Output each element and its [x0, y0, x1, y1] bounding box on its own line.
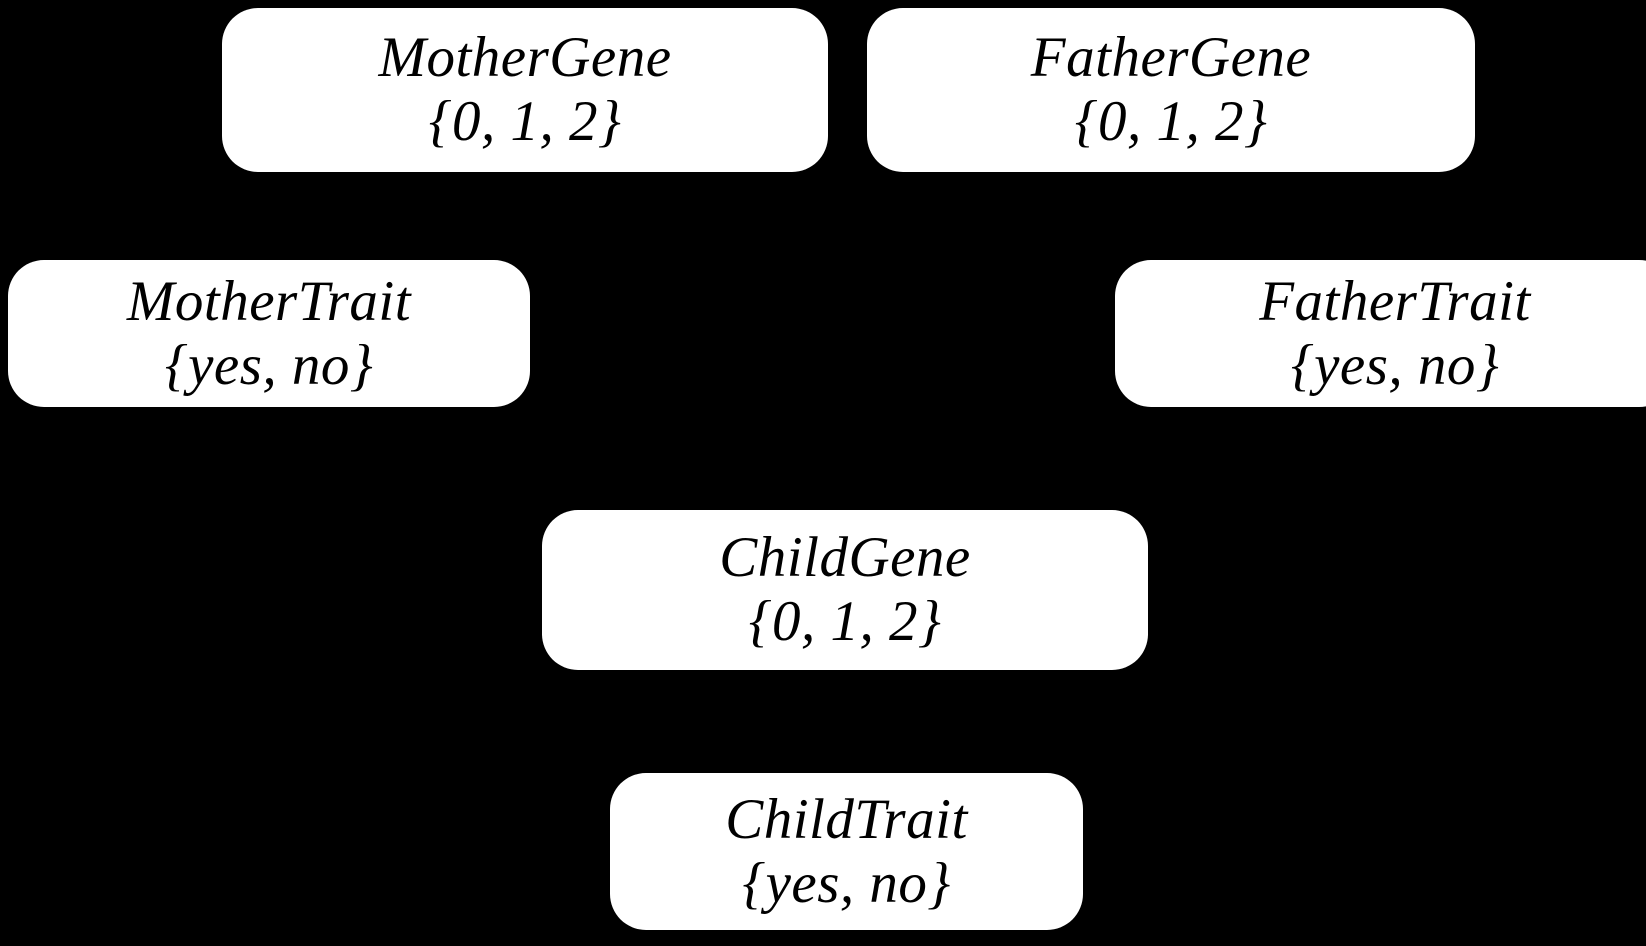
- node-father-trait-domain: {yes, no}: [1290, 333, 1500, 397]
- node-child-gene-title: ChildGene: [719, 526, 971, 590]
- node-mother-gene[interactable]: MotherGene {0, 1, 2}: [222, 8, 828, 172]
- node-child-trait-domain: {yes, no}: [742, 851, 951, 915]
- node-mother-trait-title: MotherTrait: [126, 269, 412, 333]
- node-child-gene[interactable]: ChildGene {0, 1, 2}: [542, 510, 1148, 670]
- node-mother-trait-domain: {yes, no}: [164, 333, 374, 397]
- node-child-gene-domain: {0, 1, 2}: [748, 590, 942, 653]
- node-mother-gene-title: MotherGene: [378, 26, 672, 90]
- node-father-trait-title: FatherTrait: [1259, 269, 1531, 333]
- node-father-gene-domain: {0, 1, 2}: [1074, 90, 1268, 153]
- node-father-trait[interactable]: FatherTrait {yes, no}: [1115, 260, 1646, 407]
- node-child-trait[interactable]: ChildTrait {yes, no}: [610, 773, 1083, 930]
- node-mother-gene-domain: {0, 1, 2}: [428, 90, 622, 153]
- node-child-trait-title: ChildTrait: [725, 787, 968, 851]
- node-father-gene-title: FatherGene: [1030, 26, 1312, 90]
- node-father-gene[interactable]: FatherGene {0, 1, 2}: [867, 8, 1475, 172]
- node-mother-trait[interactable]: MotherTrait {yes, no}: [8, 260, 530, 407]
